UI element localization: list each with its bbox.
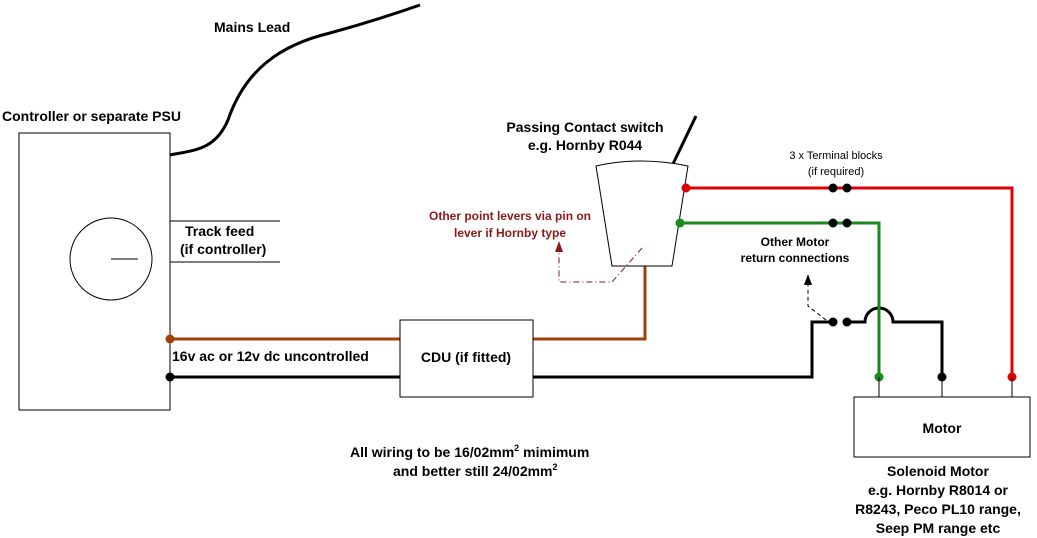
- switch-lever: [670, 115, 698, 167]
- levers-label-2: lever if Hornby type: [454, 226, 566, 240]
- switch-example-label: e.g. Hornby R044: [528, 137, 643, 153]
- return-label: Other Motor: [761, 235, 830, 249]
- solenoid-label-1: Solenoid Motor: [887, 463, 989, 479]
- mains-lead-wire: [169, 3, 421, 157]
- green-switch-terminal: [675, 218, 685, 228]
- levers-dashdot-line: [558, 247, 643, 283]
- motor-label: Motor: [923, 420, 962, 436]
- wiring-note-2: and better still 24/02mm2: [393, 462, 558, 479]
- green-terminal-block-1: [828, 218, 838, 228]
- brown-terminal-dot: [165, 334, 175, 344]
- cdu-box: [399, 319, 534, 398]
- return-label-2: return connections: [741, 251, 850, 265]
- wiring-note-2-sup: 2: [553, 462, 558, 472]
- switch-body: [595, 160, 689, 267]
- solenoid-label-4: Seep PM range etc: [876, 520, 1001, 536]
- black-cdu-motor-wire: [533, 320, 833, 379]
- controller-label: Controller or separate PSU: [2, 108, 181, 124]
- return-arrow-head: [804, 274, 812, 285]
- terminal-blocks-note: (if required): [808, 166, 864, 178]
- controller-dial-icon: [69, 217, 153, 301]
- red-terminal-block-1: [828, 183, 838, 193]
- track-feed-note: (if controller): [180, 241, 266, 257]
- wiring-note-2a: and better still 24/02mm: [393, 463, 553, 479]
- solenoid-label-2: e.g. Hornby R8014 or: [868, 482, 1009, 498]
- levers-label: Other point levers via pin on: [429, 209, 591, 223]
- cdu-label: CDU (if fitted): [421, 349, 511, 365]
- green-terminal-block-2: [842, 218, 852, 228]
- solenoid-label-3: R8243, Peco PL10 range,: [855, 501, 1021, 517]
- red-wire: [686, 186, 1014, 377]
- brown-cdu-switch-wire: [533, 244, 647, 341]
- black-terminal-block-1: [828, 317, 838, 327]
- supply-label: 16v ac or 12v dc uncontrolled: [172, 348, 369, 364]
- terminal-blocks-label: 3 x Terminal blocks: [789, 150, 883, 162]
- mains-lead-label: Mains Lead: [214, 19, 290, 35]
- black-terminal-block-2: [842, 317, 852, 327]
- motor-box: [853, 396, 1031, 458]
- wiring-note-1a: All wiring to be 16/02mm: [350, 444, 514, 460]
- switch-label: Passing Contact switch: [506, 119, 663, 135]
- red-switch-terminal: [681, 183, 691, 193]
- controller-box: [18, 132, 171, 411]
- return-dashed-line: [807, 285, 827, 321]
- levers-arrow-head: [555, 241, 563, 252]
- black-motor-common-wire: [848, 306, 944, 377]
- wiring-note-1b: mimimum: [523, 444, 589, 460]
- wiring-note-1: All wiring to be 16/02mm2 mimimum: [350, 443, 589, 460]
- black-terminal-dot: [165, 372, 175, 382]
- green-wire: [680, 221, 881, 377]
- track-feed-label: Track feed: [185, 223, 254, 239]
- wiring-note-1-sup: 2: [514, 443, 519, 453]
- red-terminal-block-2: [842, 183, 852, 193]
